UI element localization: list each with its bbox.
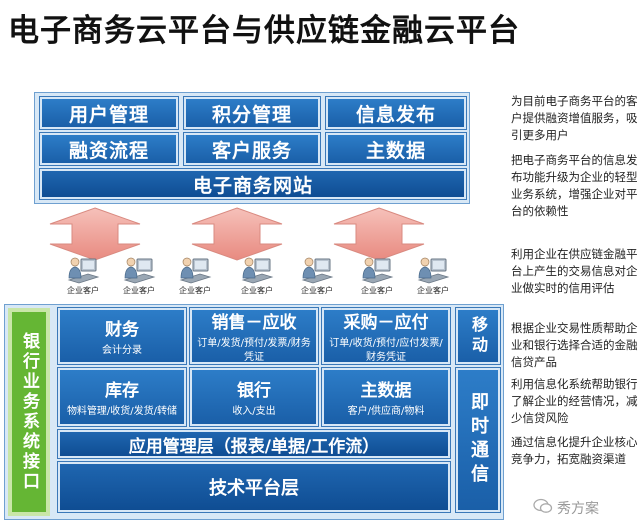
ecommerce-website-bar: 电子商务网站 [40,169,466,199]
module-info-publish: 信息发布 [326,97,466,129]
module-finance-title: 财务 [105,319,139,340]
client-label: 企业客户 [241,286,273,295]
note-4: 根据企业交易性质帮助企业和银行选择合适的金融信贷产品 [511,321,638,369]
bank-interface-box: 银行业务系统接口 [12,312,46,512]
module-master-data: 主数据 客户/供应商/物料 [322,368,450,426]
module-inventory: 库存 物料管理/收货/发货/转储 [58,368,186,426]
watermark-text: 秀方案 [557,501,599,517]
computer-user-icon [361,257,394,284]
module-purchase-title: 采购－应付 [343,312,429,333]
client-5: 企业客户 [300,254,334,296]
client-2: 企业客户 [122,254,156,296]
tech-platform-layer: 技术平台层 [58,462,450,512]
computer-user-icon [179,257,212,284]
note-1: 为目前电子商务平台的客户提供融资增值服务，吸引更多用户 [511,94,638,142]
module-inventory-sub: 物料管理/收货/发货/转储 [66,405,178,417]
module-sales-sub: 订单/发货/预付/发票/财务凭证 [197,337,311,363]
module-points-management: 积分管理 [184,97,320,129]
module-inventory-title: 库存 [105,380,139,401]
computer-user-icon [123,257,156,284]
client-4: 企业客户 [240,254,274,296]
double-arrow-icon [191,207,283,261]
client-6: 企业客户 [360,254,394,296]
double-arrow-icon [333,207,425,261]
module-purchase: 采购－应付 订单/收货/预付/应付发票/财务凭证 [322,308,450,364]
exchange-arrows [49,207,425,261]
client-label: 企业客户 [301,286,333,295]
module-master-data-title: 主数据 [360,380,412,401]
module-sales-title: 销售－应收 [211,312,297,333]
note-5: 利用信息化系统帮助银行了解企业的经营情况，减少信贷风险 [511,377,638,425]
computer-user-icon [67,257,100,284]
client-label: 企业客户 [179,286,211,295]
client-label: 企业客户 [123,286,155,295]
client-label: 企业客户 [67,286,99,295]
module-bank-title: 银行 [237,380,271,401]
note-6: 通过信息化提升企业核心竞争力，拓宽融资渠道 [511,435,638,466]
module-master-data-sub: 客户/供应商/物料 [347,405,425,417]
page-title: 电子商务云平台与供应链金融云平台 [8,13,520,49]
module-sales: 销售－应收 订单/发货/预付/发票/财务凭证 [190,308,318,364]
module-purchase-sub: 订单/收货/预付/应付发票/财务凭证 [329,337,443,363]
module-master-data-top: 主数据 [326,133,466,165]
mobile-box: 移动 [456,308,500,364]
module-financing-process: 融资流程 [40,133,178,165]
module-customer-service: 客户服务 [184,133,320,165]
computer-user-icon [241,257,274,284]
module-user-management: 用户管理 [40,97,178,129]
note-2: 把电子商务平台的信息发布功能升级为企业的轻型业务系统，增强企业对平台的依赖性 [511,153,638,218]
module-finance-sub: 会计分录 [102,344,142,356]
wechat-icon [533,498,553,518]
double-arrow-icon [49,207,141,261]
client-1: 企业客户 [66,254,100,296]
watermark: 秀方案 [533,496,637,520]
client-label: 企业客户 [361,286,393,295]
computer-user-icon [301,257,334,284]
note-3: 利用企业在供应链金融平台上产生的交易信息对企业做实时的信用评估 [511,247,638,295]
client-3: 企业客户 [178,254,212,296]
client-label: 企业客户 [417,286,449,295]
computer-user-icon [417,257,450,284]
module-finance: 财务 会计分录 [58,308,186,364]
module-bank-sub: 收入/支出 [232,405,276,417]
client-7: 企业客户 [416,254,450,296]
app-management-layer: 应用管理层（报表/单据/工作流） [58,430,450,458]
module-bank: 银行 收入/支出 [190,368,318,426]
instant-messaging-box: 即时通信 [456,368,500,512]
